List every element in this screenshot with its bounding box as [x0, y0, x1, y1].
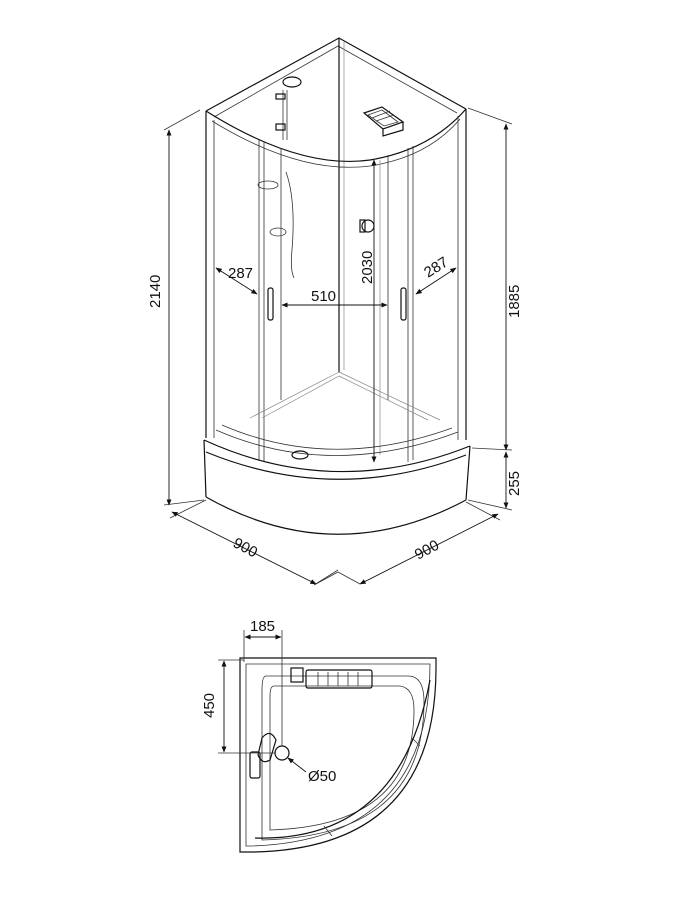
dim-side-left: 287	[228, 265, 253, 282]
dim-side-right: 287	[421, 254, 451, 282]
elevation-view: 510 287 287 2030 2140 1885 255 900	[147, 37, 523, 586]
dim-drain-diameter: Ø50	[308, 768, 336, 785]
dim-drain-x: 185	[250, 618, 275, 635]
dim-width-right: 900	[412, 537, 442, 564]
dim-tray-height: 255	[506, 471, 523, 496]
dim-width-left: 900	[230, 535, 260, 562]
dim-door-opening: 510	[311, 288, 336, 305]
plan-view: 185 450 Ø50	[201, 618, 437, 853]
dim-cabin-height: 1885	[506, 285, 523, 318]
dim-inner-height: 2030	[359, 251, 376, 284]
dim-drain-y: 450	[201, 693, 218, 718]
dim-total-height: 2140	[147, 275, 164, 308]
